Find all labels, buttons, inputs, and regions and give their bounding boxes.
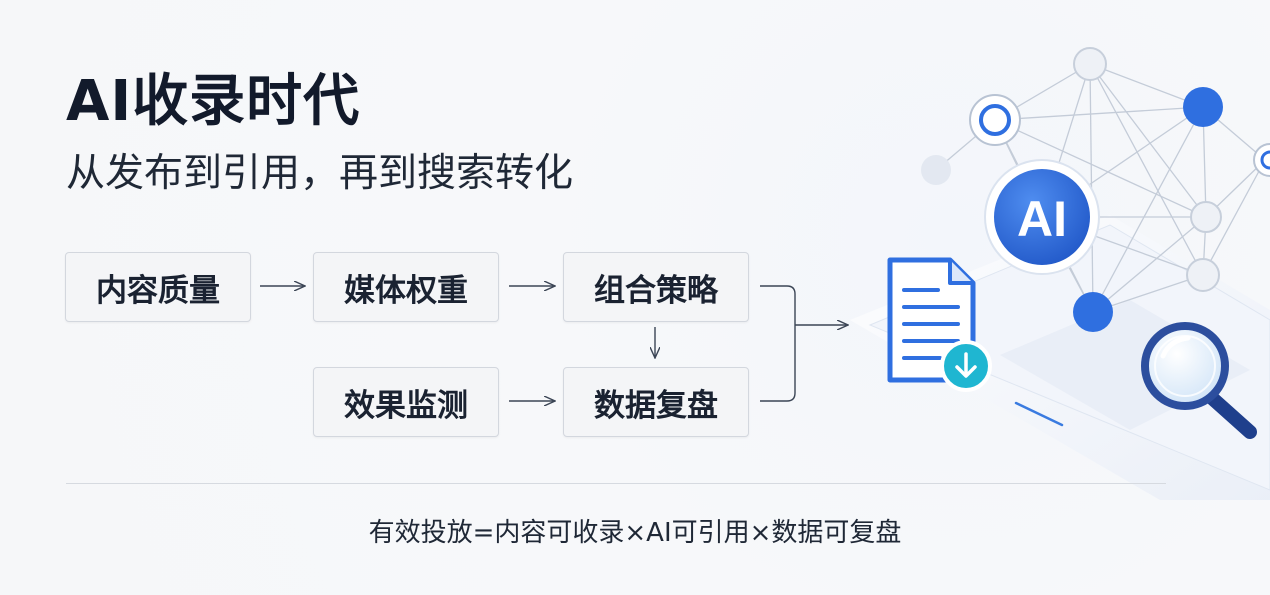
flow-node-media-weight: 媒体权重 — [313, 252, 499, 322]
arrow-icon — [260, 286, 848, 401]
formula-text: 有效投放=内容可收录×AI可引用×数据可复盘 — [368, 518, 902, 548]
flow-node-combination-strategy: 组合策略 — [563, 252, 749, 322]
section-divider — [66, 483, 1166, 484]
magnifier-icon — [1141, 322, 1257, 439]
flow-node-effect-monitoring: 效果监测 — [313, 367, 499, 437]
network-nodes — [921, 47, 1270, 332]
ai-hub-label: AI — [1017, 191, 1067, 247]
ai-hub-icon: AI — [984, 159, 1100, 275]
ai-network-illustration: AI — [850, 47, 1270, 500]
flow-arrows — [260, 0, 900, 480]
page-title: AI收录时代 — [66, 69, 361, 134]
page-subtitle: 从发布到引用，再到搜索转化 — [66, 151, 574, 196]
download-icon — [940, 340, 992, 392]
flow-node-data-review: 数据复盘 — [563, 367, 749, 437]
flow-node-content-quality: 内容质量 — [65, 252, 251, 322]
